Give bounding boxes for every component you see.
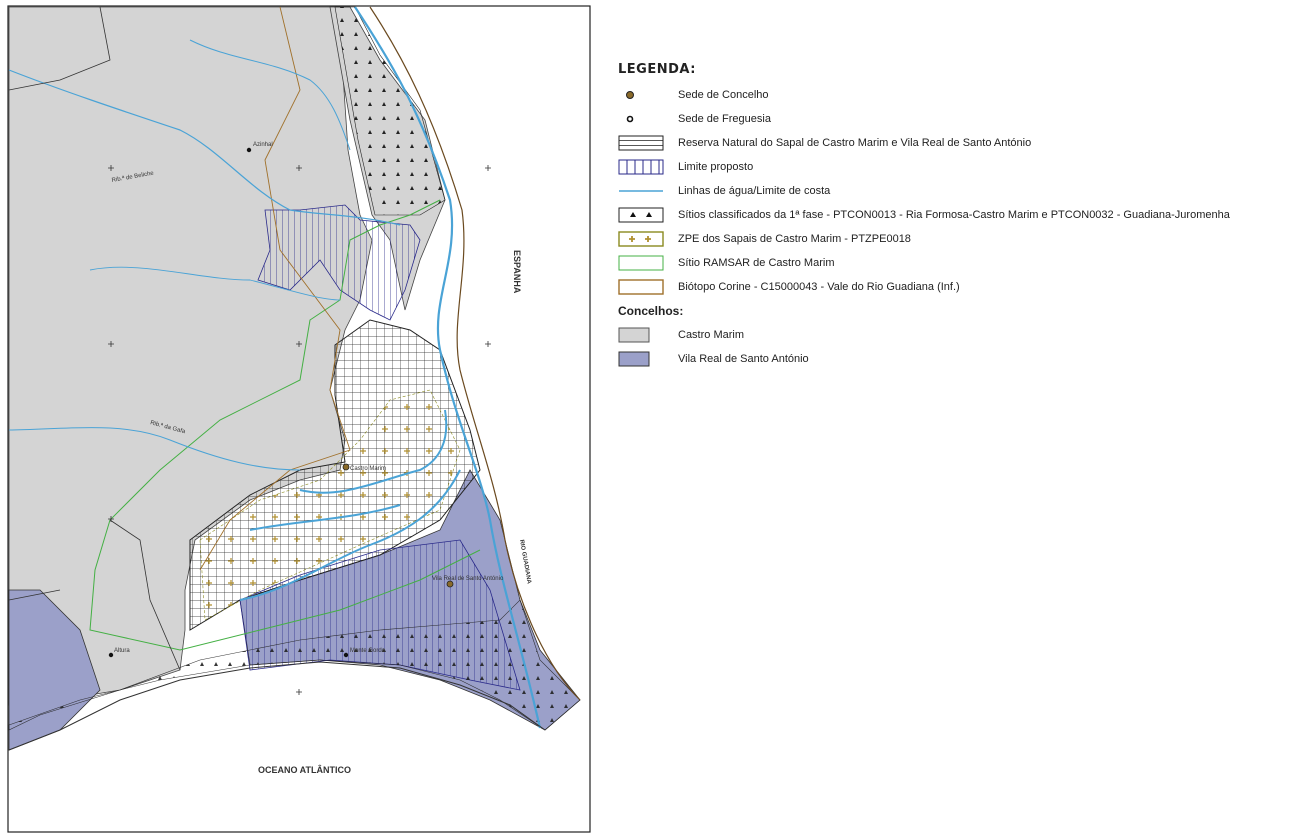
- legend-item-limite-proposto: Limite proposto: [618, 155, 1288, 179]
- legend-item-ramsar: Sítio RAMSAR de Castro Marim: [618, 251, 1288, 275]
- vila-real-symbol: [618, 351, 664, 367]
- legend-item-castro-marim: Castro Marim: [618, 323, 1288, 347]
- legend-label: Sede de Concelho: [678, 89, 769, 101]
- svg-text:Azinhal: Azinhal: [253, 142, 273, 148]
- map-area: Azinhal Castro Marim Vila Real de Santo …: [7, 5, 591, 833]
- rio-guadiana: [354, 6, 542, 729]
- legend-label: Reserva Natural do Sapal de Castro Marim…: [678, 137, 1032, 149]
- svg-text:Castro Marim: Castro Marim: [350, 466, 386, 472]
- stream-north: [189, 39, 351, 151]
- grid-crosses: [108, 165, 491, 695]
- legend-label: Castro Marim: [678, 329, 745, 341]
- label-espanha: ESPANHA: [512, 250, 522, 294]
- freguesia-boundaries: [8, 6, 181, 671]
- place-altura: Altura: [108, 648, 130, 658]
- reserva-natural-symbol: [618, 135, 664, 151]
- biotopo-boundary: [199, 6, 351, 571]
- salt-channels: [239, 409, 461, 601]
- ribeira-gafa: [8, 427, 301, 471]
- zpe-symbol: [618, 231, 664, 247]
- legend-item-zpe: ZPE dos Sapais de Castro Marim - PTZPE00…: [618, 227, 1288, 251]
- coastline: [8, 661, 546, 751]
- biotopo-symbol: [618, 279, 664, 295]
- linhas-agua-symbol: [618, 183, 664, 199]
- sitios-classificados-symbol: [618, 207, 664, 223]
- legend-item-reserva-natural: Reserva Natural do Sapal de Castro Marim…: [618, 131, 1288, 155]
- limite-proposto-symbol: [618, 159, 664, 175]
- legend-title: LEGENDA:: [618, 62, 696, 77]
- legend-item-sede-freguesia: Sede de Freguesia: [618, 107, 1288, 131]
- castro-marim-symbol: [618, 327, 664, 343]
- ramsar-boundary: [89, 199, 481, 651]
- place-vila-real: Vila Real de Santo António: [432, 576, 504, 588]
- sitios-classificados-south: [8, 599, 581, 731]
- legend-label: Sítios classificados da 1ª fase - PTCON0…: [678, 209, 1230, 221]
- legend-concelhos-title: Concelhos:: [618, 304, 684, 318]
- legend-label: ZPE dos Sapais de Castro Marim - PTZPE00…: [678, 233, 911, 245]
- legend-item-vila-real: Vila Real de Santo António: [618, 347, 1288, 371]
- sitios-classificados-north: [334, 6, 446, 216]
- ribeira-beliche: [8, 69, 401, 226]
- label-oceano: OCEANO ATLÂNTICO: [258, 764, 351, 775]
- legend-item-sitios-classificados: Sítios classificados da 1ª fase - PTCON0…: [618, 203, 1288, 227]
- legend-label: Vila Real de Santo António: [678, 353, 809, 365]
- place-monte-gordo: Monte Gordo: [343, 648, 386, 658]
- rio-guadiana-east-bank: [369, 6, 581, 701]
- zpe-area: [199, 389, 461, 621]
- place-castro-marim: Castro Marim: [342, 463, 386, 472]
- stream-mid: [89, 266, 341, 301]
- legend: LEGENDA: Sede de Concelho Sede de Fregue…: [618, 62, 1288, 371]
- sede-concelho-symbol: [618, 87, 664, 103]
- svg-text:Monte Gordo: Monte Gordo: [350, 648, 386, 654]
- legend-label: Sítio RAMSAR de Castro Marim: [678, 257, 835, 269]
- legend-item-biotopo: Biótopo Corine - C15000043 - Vale do Rio…: [618, 275, 1288, 299]
- legend-item-linhas-agua: Linhas de água/Limite de costa: [618, 179, 1288, 203]
- place-azinhal: Azinhal: [246, 142, 273, 153]
- sede-freguesia-symbol: [618, 111, 664, 127]
- svg-text:Altura: Altura: [114, 648, 130, 654]
- legend-item-sede-concelho: Sede de Concelho: [618, 83, 1288, 107]
- legend-label: Sede de Freguesia: [678, 113, 771, 125]
- legend-label: Linhas de água/Limite de costa: [678, 185, 831, 197]
- ramsar-symbol: [618, 255, 664, 271]
- svg-text:Vila Real de Santo António: Vila Real de Santo António: [432, 576, 504, 582]
- limite-proposto-area: [257, 204, 421, 321]
- legend-label: Limite proposto: [678, 161, 754, 173]
- legend-label: Biótopo Corine - C15000043 - Vale do Rio…: [678, 281, 960, 293]
